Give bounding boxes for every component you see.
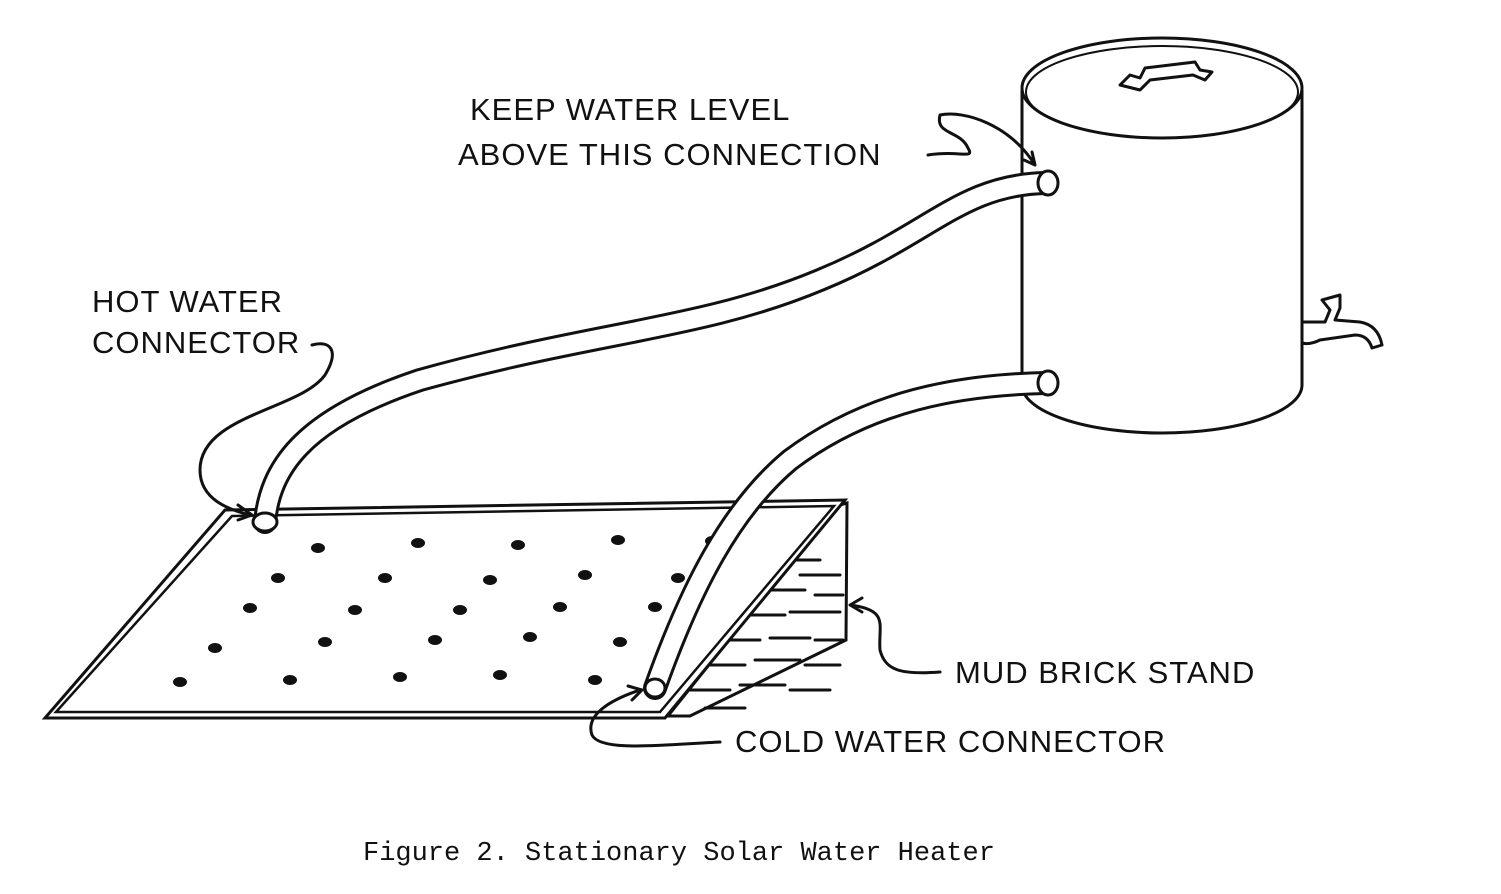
panel-dot	[173, 677, 187, 687]
panel-dot	[523, 632, 537, 642]
solar-collector-panel	[41, 498, 849, 720]
label-keep-water-level: KEEP WATER LEVEL	[470, 92, 790, 127]
panel-dot	[671, 573, 685, 583]
leader-line-mud	[848, 596, 942, 675]
lid-handle-icon	[1118, 60, 1214, 92]
panel-dot	[613, 637, 627, 647]
panel-dot	[553, 602, 567, 612]
panel-dot	[648, 602, 662, 612]
leader-line-cold	[589, 684, 722, 748]
panel-dot	[348, 605, 362, 615]
panel-dot	[588, 675, 602, 685]
label-cold-water-connector: COLD WATER CONNECTOR	[735, 724, 1166, 759]
panel-dot	[271, 573, 285, 583]
panel-dot	[483, 575, 497, 585]
panel-dot	[283, 675, 297, 685]
panel-dot	[311, 543, 325, 553]
cold-water-pipe	[643, 369, 1060, 700]
panel-dot	[578, 570, 592, 580]
panel-dot	[393, 672, 407, 682]
panel-dot	[453, 605, 467, 615]
figure-caption: Figure 2. Stationary Solar Water Heater	[363, 839, 995, 869]
label-hot-water: HOT WATER	[92, 284, 283, 319]
panel-dot	[428, 635, 442, 645]
panel-dot	[611, 535, 625, 545]
panel-dot	[378, 573, 392, 583]
water-tank	[1020, 36, 1384, 435]
hot-water-pipe	[251, 169, 1060, 534]
panel-dot	[208, 643, 222, 653]
panel-dot	[318, 637, 332, 647]
panel-dot	[511, 540, 525, 550]
label-hot-connector: CONNECTOR	[92, 325, 300, 360]
panel-dot	[493, 670, 507, 680]
faucet-icon	[1300, 293, 1384, 350]
panel-dot	[243, 603, 257, 613]
leader-line-keep	[926, 112, 1037, 167]
panel-dot	[411, 538, 425, 548]
label-mud-brick-stand: MUD BRICK STAND	[955, 655, 1255, 690]
label-above-connection: ABOVE THIS CONNECTION	[458, 137, 882, 172]
leader-line-hot	[198, 342, 334, 522]
